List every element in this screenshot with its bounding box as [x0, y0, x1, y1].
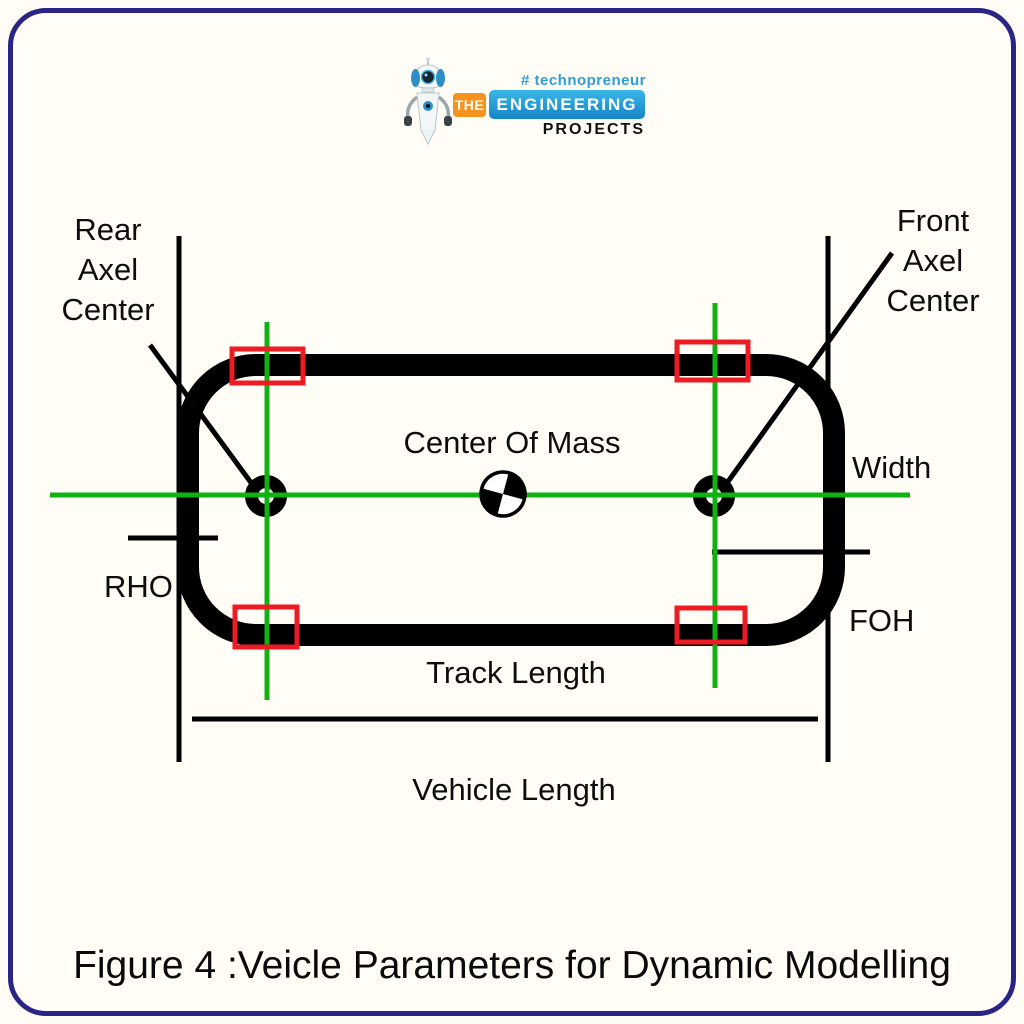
- foh-label: FOH: [849, 603, 915, 638]
- track-length-label: Track Length: [426, 655, 606, 690]
- front-axle-pointer-line: [724, 251, 895, 485]
- wheel-box-front-left: [674, 339, 751, 383]
- logo-the-badge: THE: [453, 93, 486, 117]
- rear-axle-label: Rear Axel Center: [61, 212, 155, 327]
- width-label: Width: [852, 450, 932, 485]
- logo-projects-text: PROJECTS: [542, 121, 645, 138]
- logo-engineering-badge: ENGINEERING: [489, 90, 645, 119]
- logo-hashtag-text: # technopreneur: [520, 72, 646, 89]
- vehicle-length-label: Vehicle Length: [412, 772, 616, 807]
- rho-label: RHO: [104, 569, 173, 604]
- center-of-mass-label: Center Of Mass: [403, 425, 621, 460]
- front-axle-label: Front Axel Center: [886, 203, 980, 318]
- vehicle-body-outline: [177, 354, 845, 646]
- wheel-box-rear-right: [232, 604, 300, 650]
- robot-mascot-icon: [404, 57, 452, 146]
- wheel-box-rear-left: [229, 346, 306, 386]
- tep-logo: # technopreneur THE ENGINEERING PROJECTS: [398, 52, 658, 152]
- figure-caption: Figure 4 :Veicle Parameters for Dynamic …: [73, 944, 951, 987]
- wheel-box-front-right: [674, 605, 748, 645]
- rear-axle-pointer-line: [147, 343, 255, 486]
- center-of-mass-icon: [479, 470, 527, 518]
